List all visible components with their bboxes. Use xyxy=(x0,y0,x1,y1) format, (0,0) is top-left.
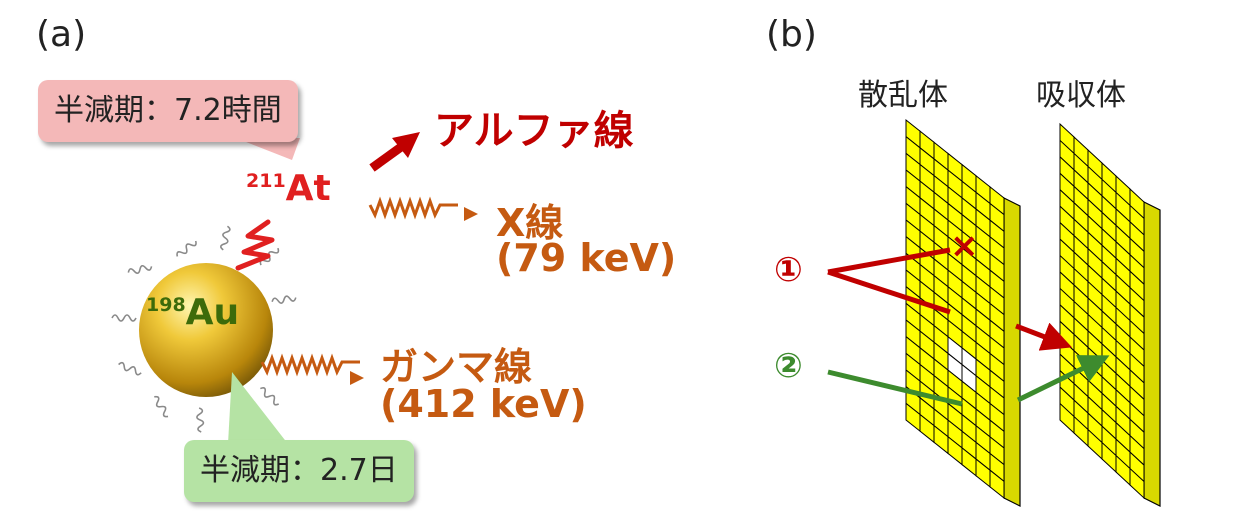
absorber-label: 吸収体 xyxy=(1036,78,1126,113)
gamma-ray-label: ガンマ線 xyxy=(380,345,533,389)
au-mass-number: 198 xyxy=(146,294,186,316)
au-halflife-callout: 半減期：2.7日 xyxy=(184,440,414,502)
path-1-lower-line xyxy=(827,269,951,315)
path-2-scattered-line xyxy=(1016,355,1110,403)
gold-nanoparticle xyxy=(139,263,273,397)
at-label: 211At xyxy=(246,168,331,209)
at-callout-tail xyxy=(236,138,300,160)
au-label: 198Au xyxy=(146,292,239,333)
xray-label: X線 xyxy=(496,201,564,245)
alpha-arrowhead xyxy=(392,132,420,158)
xray-arrowhead xyxy=(464,207,478,221)
gamma-wave xyxy=(260,353,360,377)
panel-side-face xyxy=(1143,201,1161,507)
au-symbol: Au xyxy=(185,292,240,333)
scatterer-panel xyxy=(905,118,1021,507)
path-1 xyxy=(827,247,1073,351)
path-2-marker: ② xyxy=(774,346,803,386)
at-halflife-callout: 半減期：7.2時間 xyxy=(38,80,298,142)
at-bond-squiggle xyxy=(235,219,275,271)
at-mass-number: 211 xyxy=(246,170,286,192)
panel-side-face xyxy=(1003,197,1021,507)
path-1-scattered-line xyxy=(1015,322,1073,351)
detector-cell xyxy=(1129,467,1145,500)
path-1-marker: ① xyxy=(774,250,803,290)
detector-cell xyxy=(989,469,1005,500)
alpha-ray-label: アルファ線 xyxy=(434,108,634,154)
xray-wave xyxy=(368,196,458,220)
path-1-upper-line xyxy=(827,247,951,275)
path-2-incident-line xyxy=(827,369,963,407)
path-2 xyxy=(827,355,1110,407)
scatterer-label: 散乱体 xyxy=(858,78,948,113)
au-callout-tail xyxy=(228,372,288,444)
panel-b-label: (b) xyxy=(766,14,817,55)
absorber-panel xyxy=(1059,122,1161,507)
gamma-arrowhead xyxy=(350,371,364,385)
scatter-point-cross: × xyxy=(950,226,979,266)
ligand-lines xyxy=(111,225,297,433)
panel-a-label: (a) xyxy=(36,14,87,55)
at-symbol: At xyxy=(285,168,331,209)
xray-energy-label: (79 keV) xyxy=(496,236,677,280)
gamma-energy-label: (412 keV) xyxy=(380,382,587,426)
